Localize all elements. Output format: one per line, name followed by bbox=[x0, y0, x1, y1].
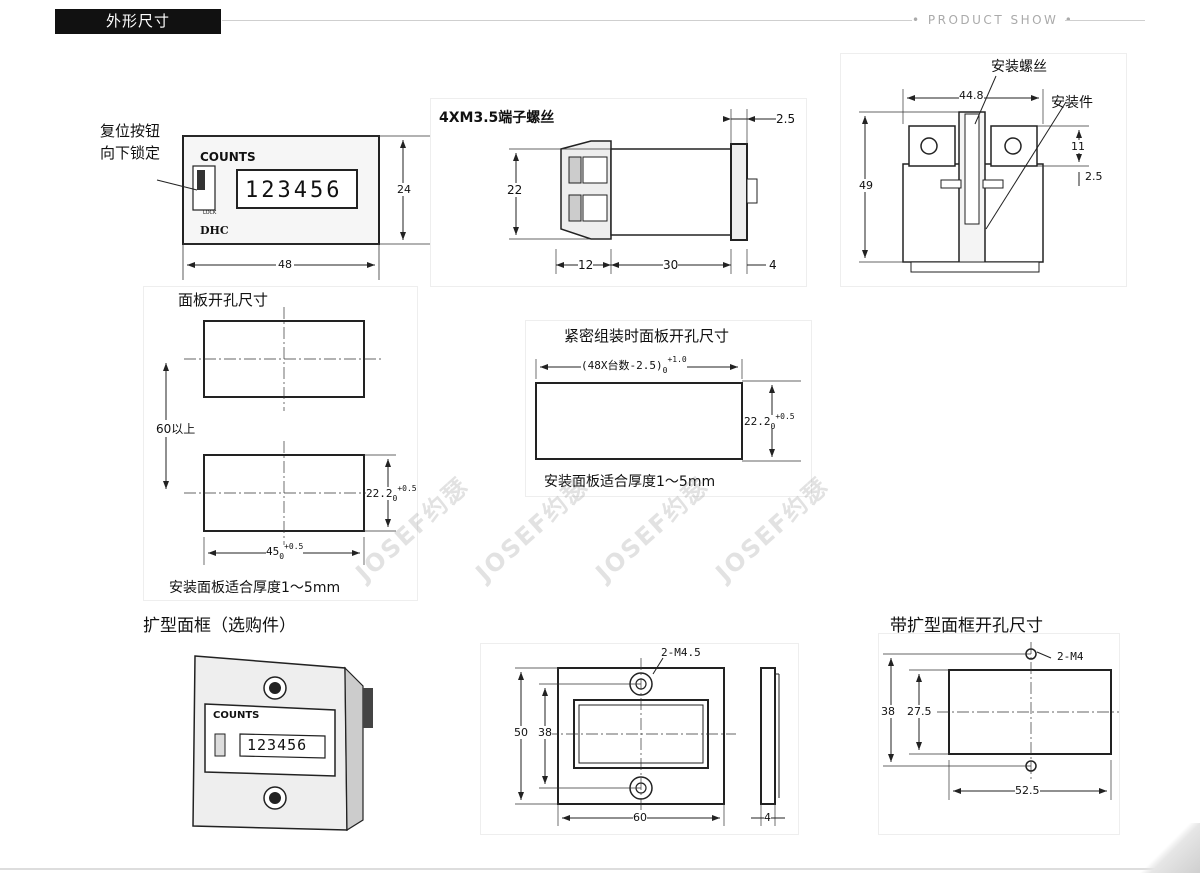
dense-cutout-title: 紧密组装时面板开孔尺寸 bbox=[564, 327, 730, 345]
page-curl-decoration bbox=[1140, 823, 1200, 873]
terminal-screw-label: 4XM3.5端子螺丝 bbox=[439, 110, 555, 126]
expanded-frame-title: 扩型面框（选购件） bbox=[143, 616, 296, 636]
front-view-svg bbox=[156, 135, 430, 280]
counts-label: COUNTS bbox=[200, 150, 256, 164]
dim-height-24: 24 bbox=[397, 183, 411, 196]
dim-45-tol: +0.5 bbox=[284, 542, 304, 551]
side-view-svg bbox=[509, 109, 776, 274]
page-bottom-border bbox=[0, 868, 1200, 870]
dense-dim-22-2: 22.20+0.5 bbox=[744, 412, 795, 431]
top-view-diagram: 安装螺丝 安装件 44.8 49 11 2.5 bbox=[840, 53, 1127, 287]
dense-thickness-note: 安装面板适合厚度1～5mm bbox=[544, 474, 716, 490]
cutout-dim-52-5: 52.5 bbox=[1015, 784, 1040, 797]
panel-thickness-note: 安装面板适合厚度1～5mm bbox=[169, 580, 341, 596]
product-show-label: • PRODUCT SHOW • bbox=[912, 13, 1075, 27]
front-view-diagram: 复位按钮 向下锁定 COUNTS 123456 LOCK DHC 48 24 bbox=[95, 110, 430, 285]
dense-cutout-svg bbox=[535, 359, 801, 462]
expanded-frame-illustration: COUNTS 123456 bbox=[185, 648, 385, 838]
top-view-svg bbox=[859, 75, 1089, 273]
dim-12: 12 bbox=[578, 258, 594, 272]
dim-2-5: 2.5 bbox=[776, 112, 796, 126]
dim-45-value: 45 bbox=[266, 545, 280, 558]
mount-bracket-label: 安装件 bbox=[1051, 95, 1093, 111]
dense-cutout-diagram: 紧密组装时面板开孔尺寸 (48X台数-2.5)0+1.0 22.20+0.5 安… bbox=[525, 320, 812, 497]
frame-cutout-svg bbox=[883, 642, 1119, 800]
dim-width-48: 48 bbox=[276, 258, 294, 271]
panel-cutout-title: 面板开孔尺寸 bbox=[178, 291, 269, 309]
dim-4: 4 bbox=[769, 258, 777, 272]
dim-60-above: 60以上 bbox=[156, 420, 196, 437]
dim-22-2-sub: 0 bbox=[392, 494, 398, 503]
reset-label-line2: 向下锁定 bbox=[100, 144, 161, 162]
mount-screw-label: 安装螺丝 bbox=[991, 59, 1047, 75]
dim-44-8: 44.8 bbox=[959, 89, 984, 102]
brand-label: DHC bbox=[200, 224, 229, 237]
dim-11: 11 bbox=[1071, 140, 1085, 153]
header-divider-right bbox=[1065, 20, 1145, 21]
cutout-hole-label: 2-M4 bbox=[1057, 650, 1084, 663]
dense-dim-value: 22.2 bbox=[744, 415, 771, 428]
frame-cutout-title: 带扩型面框开孔尺寸 bbox=[890, 616, 1043, 636]
dense-dim-tol: +0.5 bbox=[775, 412, 795, 421]
expanded-frame-svg bbox=[192, 655, 373, 832]
dense-formula-tol: +1.0 bbox=[667, 355, 687, 364]
frame-counts-label: COUNTS bbox=[213, 710, 260, 721]
header-divider bbox=[222, 20, 912, 21]
dim-49: 49 bbox=[859, 179, 873, 192]
frame-counter-display: 123456 bbox=[247, 736, 308, 754]
counter-display: 123456 bbox=[245, 178, 343, 203]
dense-formula: (48X台数-2.5)0 +1.0 bbox=[581, 355, 687, 375]
frame-dim-60: 60 bbox=[633, 811, 647, 824]
frame-dimension-diagram: 2-M4.5 50 38 60 4 bbox=[480, 643, 799, 835]
dim-22-2: 22.20+0.5 bbox=[366, 484, 417, 503]
cutout-dim-38: 38 bbox=[881, 705, 895, 718]
reset-label-line1: 复位按钮 bbox=[100, 122, 161, 140]
dense-formula-value: (48X台数-2.5) bbox=[581, 359, 663, 372]
lock-label: LOCK bbox=[203, 210, 217, 216]
frame-dim-50: 50 bbox=[514, 726, 528, 739]
cutout-dim-27-5: 27.5 bbox=[907, 705, 932, 718]
frame-hole-label: 2-M4.5 bbox=[661, 646, 701, 659]
dim-22-2-tol: +0.5 bbox=[397, 484, 417, 493]
frame-dim-4: 4 bbox=[764, 811, 771, 824]
dim-30: 30 bbox=[663, 258, 679, 272]
dim-45-sub: 0 bbox=[279, 552, 285, 561]
panel-cutout-svg bbox=[163, 307, 396, 565]
dim-22-2-value: 22.2 bbox=[366, 487, 393, 500]
frame-dimension-svg bbox=[515, 657, 785, 826]
side-view-diagram: 4XM3.5端子螺丝 2.5 22 12 30 4 bbox=[430, 98, 807, 287]
panel-cutout-diagram: 面板开孔尺寸 60以上 22.20+0.5 450+0.5 安装面板适合厚度1～… bbox=[143, 286, 418, 601]
dim-2-5-top: 2.5 bbox=[1085, 170, 1103, 183]
section-title-tab: 外形尺寸 bbox=[55, 9, 221, 34]
frame-dim-38: 38 bbox=[538, 726, 552, 739]
dense-dim-sub: 0 bbox=[770, 422, 776, 431]
dim-22: 22 bbox=[507, 183, 523, 197]
frame-cutout-diagram: 2-M4 38 27.5 52.5 bbox=[878, 633, 1120, 835]
dense-formula-sub: 0 bbox=[662, 366, 668, 375]
dim-45: 450+0.5 bbox=[266, 542, 304, 561]
